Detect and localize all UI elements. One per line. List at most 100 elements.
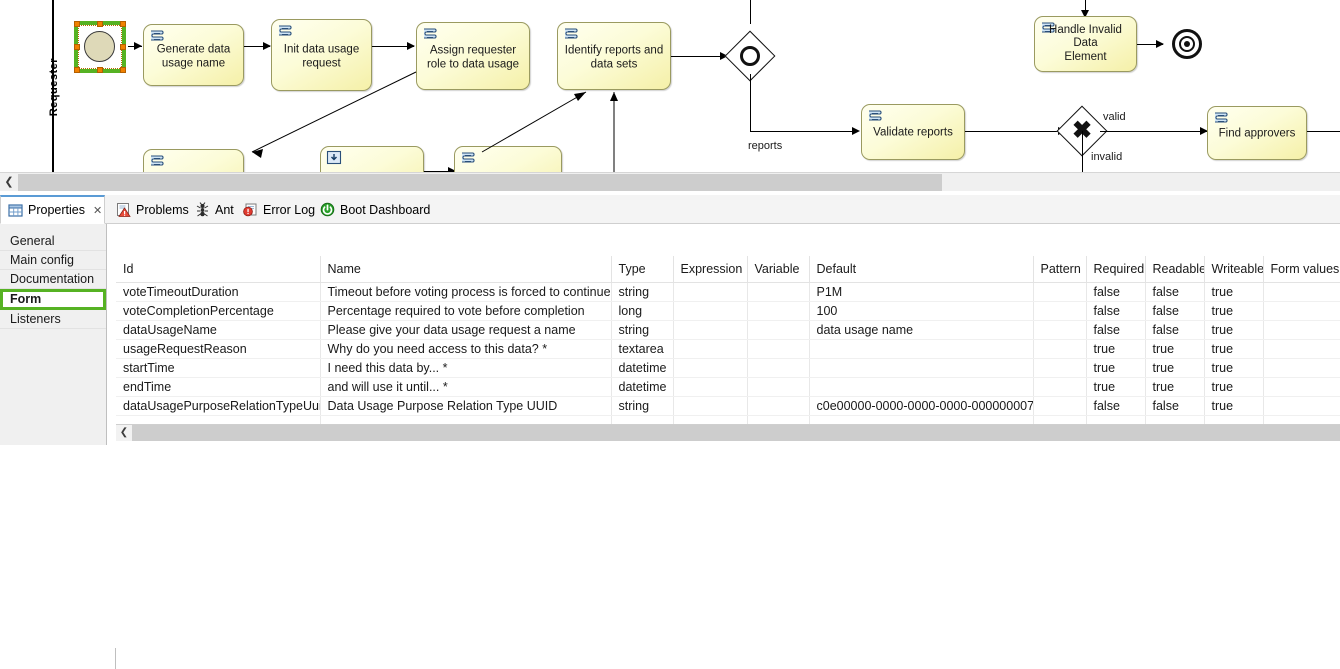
- column-header-default[interactable]: Default: [809, 256, 1034, 283]
- resize-handle-se[interactable]: [120, 67, 126, 73]
- tab-problems[interactable]: Problems: [109, 195, 196, 224]
- sidebar-item-form[interactable]: Form: [0, 289, 106, 310]
- arrowhead: [1081, 10, 1089, 18]
- table-horizontal-scrollbar[interactable]: ❮: [116, 424, 1340, 441]
- cell-pattern: [1033, 377, 1087, 397]
- resize-handle-nw[interactable]: [74, 21, 80, 27]
- scrollbar-thumb[interactable]: [132, 425, 1340, 441]
- table-row[interactable]: dataUsagePurposeRelationTypeUuid Data Us…: [116, 396, 1340, 416]
- cell-name: I need this data by... *: [320, 358, 612, 378]
- column-header-readable[interactable]: Readable: [1145, 256, 1205, 283]
- scroll-left-arrow-icon[interactable]: ❮: [116, 425, 132, 441]
- task-label: Find approvers: [1218, 127, 1296, 140]
- resize-handle-n[interactable]: [97, 21, 103, 27]
- cell-writeable: true: [1204, 377, 1264, 397]
- column-header-id[interactable]: Id: [116, 256, 321, 283]
- cell-pattern: [1033, 339, 1087, 359]
- error-icon: [243, 202, 258, 217]
- table-row[interactable]: voteCompletionPercentage Percentage requ…: [116, 301, 1340, 321]
- table-row[interactable]: usageRequestReason Why do you need acces…: [116, 339, 1340, 359]
- scroll-left-arrow-icon[interactable]: ❮: [0, 173, 18, 191]
- column-header-pattern[interactable]: Pattern: [1033, 256, 1087, 283]
- cell-variable: [747, 301, 810, 321]
- close-icon[interactable]: ✕: [92, 204, 103, 217]
- task-bottom-left-partial[interactable]: [143, 149, 244, 172]
- cell-type: long: [611, 301, 674, 321]
- properties-sidebar[interactable]: General Main config Documentation Form L…: [0, 224, 107, 445]
- column-header-expression[interactable]: Expression: [673, 256, 748, 283]
- flow-gateway-to-validate: [750, 131, 858, 132]
- cell-expression: [673, 301, 748, 321]
- task-find-approvers[interactable]: Find approvers: [1207, 106, 1307, 160]
- cell-default: P1M: [809, 282, 1034, 302]
- bpmn-exclusive-gateway[interactable]: ✖: [1056, 105, 1108, 157]
- column-header-required[interactable]: Required: [1086, 256, 1146, 283]
- cell-expression: [673, 282, 748, 302]
- column-header-writeable[interactable]: Writeable: [1204, 256, 1264, 283]
- resize-handle-ne[interactable]: [120, 21, 126, 27]
- cell-name: Why do you need access to this data? *: [320, 339, 612, 359]
- sidebar-item-general[interactable]: General: [0, 232, 106, 251]
- sidebar-item-main-config[interactable]: Main config: [0, 251, 106, 270]
- cell-name: Data Usage Purpose Relation Type UUID: [320, 396, 612, 416]
- cell-required: false: [1086, 396, 1146, 416]
- cell-name: and will use it until... *: [320, 377, 612, 397]
- sidebar-item-documentation[interactable]: Documentation: [0, 270, 106, 289]
- tab-error-log[interactable]: Error Log: [236, 195, 322, 224]
- sidebar-item-listeners[interactable]: Listeners: [0, 310, 106, 329]
- resize-handle-w[interactable]: [74, 44, 80, 50]
- flow-addpurpose-to-next: [424, 171, 454, 172]
- power-icon: [320, 202, 335, 217]
- cell-form-values: [1263, 282, 1340, 302]
- cell-id: voteTimeoutDuration: [116, 282, 321, 302]
- cell-name: Timeout before voting process is forced …: [320, 282, 612, 302]
- task-validate-reports[interactable]: Validate reports: [861, 104, 965, 160]
- resize-handle-e[interactable]: [120, 44, 126, 50]
- task-add-purpose-to-the[interactable]: Add Purpose to the: [320, 146, 424, 172]
- resize-handle-s[interactable]: [97, 67, 103, 73]
- column-header-type[interactable]: Type: [611, 256, 674, 283]
- column-header-variable[interactable]: Variable: [747, 256, 810, 283]
- column-header-form-values[interactable]: Form values: [1263, 256, 1340, 283]
- column-header-name[interactable]: Name: [320, 256, 612, 283]
- cell-name: Percentage required to vote before compl…: [320, 301, 612, 321]
- table-row[interactable]: startTime I need this data by... * datet…: [116, 358, 1340, 378]
- cell-required: false: [1086, 301, 1146, 321]
- cell-id: endTime: [116, 377, 321, 397]
- bpmn-start-event[interactable]: [84, 31, 115, 62]
- task-add-d-partial[interactable]: Add D: [454, 146, 562, 172]
- start-event-selection[interactable]: [74, 21, 126, 73]
- cell-required: false: [1086, 320, 1146, 340]
- bpmn-end-event[interactable]: [1172, 29, 1202, 59]
- arrowhead: [448, 167, 456, 172]
- tab-ant[interactable]: Ant: [188, 195, 241, 224]
- arrowhead: [1156, 40, 1164, 48]
- cell-form-values: [1263, 358, 1340, 378]
- resize-handle-sw[interactable]: [74, 67, 80, 73]
- table-row[interactable]: endTime and will use it until... * datet…: [116, 377, 1340, 397]
- tab-boot-dashboard[interactable]: Boot Dashboard: [313, 195, 437, 224]
- scrollbar-thumb[interactable]: [18, 174, 942, 191]
- cell-type: string: [611, 282, 674, 302]
- cell-writeable: true: [1204, 339, 1264, 359]
- table-row[interactable]: dataUsageName Please give your data usag…: [116, 320, 1340, 340]
- cell-readable: false: [1145, 301, 1205, 321]
- tab-properties[interactable]: Properties ✕: [0, 195, 105, 224]
- flow-into-gateway-top: [750, 0, 751, 24]
- table-row[interactable]: voteTimeoutDuration Timeout before votin…: [116, 282, 1340, 302]
- form-properties-table[interactable]: Id Name Type Expression Variable Default…: [116, 256, 1340, 435]
- flow-gateway-down: [750, 74, 751, 112]
- bpmn-event-based-gateway[interactable]: [724, 30, 776, 82]
- cell-form-values: [1263, 396, 1340, 416]
- cell-form-values: [1263, 339, 1340, 359]
- canvas-horizontal-scrollbar[interactable]: ❮: [0, 172, 1340, 191]
- view-tab-bar[interactable]: Properties ✕ Problems Ant Error Log Boot…: [0, 195, 1340, 224]
